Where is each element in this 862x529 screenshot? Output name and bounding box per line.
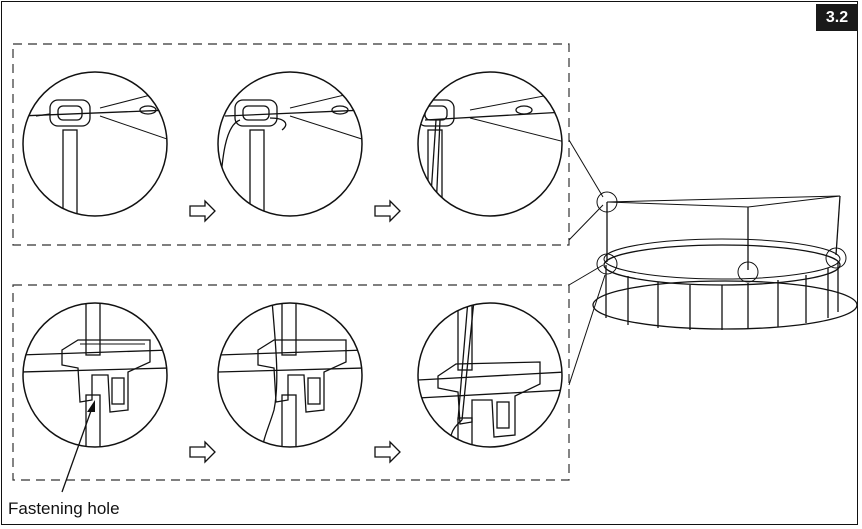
leader-line (568, 274, 606, 386)
arrow-icon (374, 199, 401, 223)
arrow-icon (189, 199, 216, 223)
pool-overview (592, 191, 858, 330)
step-number-badge: 3.2 (816, 4, 858, 31)
top-steps-panel (12, 43, 570, 246)
t-joint-step-2 (217, 302, 363, 448)
t-joint-step-3 (417, 302, 563, 448)
rope-hook-step-1 (22, 71, 168, 217)
leader-line (568, 264, 604, 286)
leader-line (568, 204, 604, 241)
rope-hook-step-2 (217, 71, 363, 217)
rope-hook-step-3 (417, 71, 563, 217)
arrow-icon (374, 440, 401, 464)
fastening-hole-label: Fastening hole (8, 499, 120, 518)
leader-line (568, 139, 604, 198)
t-joint-step-1 (22, 302, 168, 448)
bottom-steps-panel (12, 284, 570, 481)
fastening-hole-pointer (61, 400, 95, 493)
arrow-icon (189, 440, 216, 464)
